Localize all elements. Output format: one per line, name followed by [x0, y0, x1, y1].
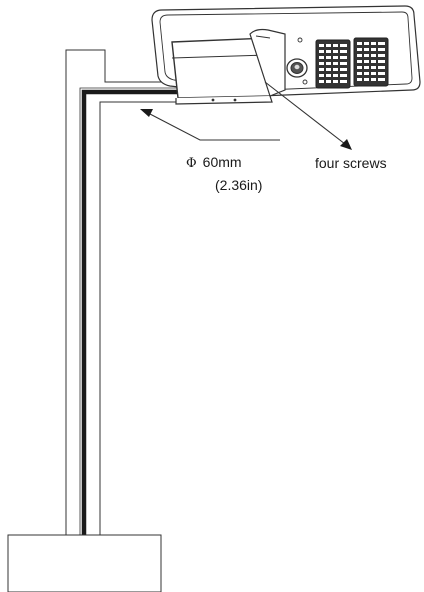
diameter-leader [149, 113, 280, 141]
diameter-symbol: Φ [186, 156, 197, 171]
diameter-metric: 60mm [202, 154, 242, 170]
screws-arrowhead [340, 139, 352, 150]
led-module-right [353, 37, 389, 87]
solar-street-light-icon [151, 5, 421, 105]
diameter-imperial-label: (2.36in) [215, 177, 263, 193]
diameter-arrowhead [140, 109, 153, 117]
diameter-label: Φ 60mm [186, 154, 242, 172]
screws-leader [264, 81, 346, 145]
cable-line [81, 89, 178, 535]
pole-icon [65, 49, 178, 535]
led-module-left [315, 39, 351, 89]
base-block-icon [7, 534, 162, 592]
screws-label: four screws [315, 155, 387, 171]
